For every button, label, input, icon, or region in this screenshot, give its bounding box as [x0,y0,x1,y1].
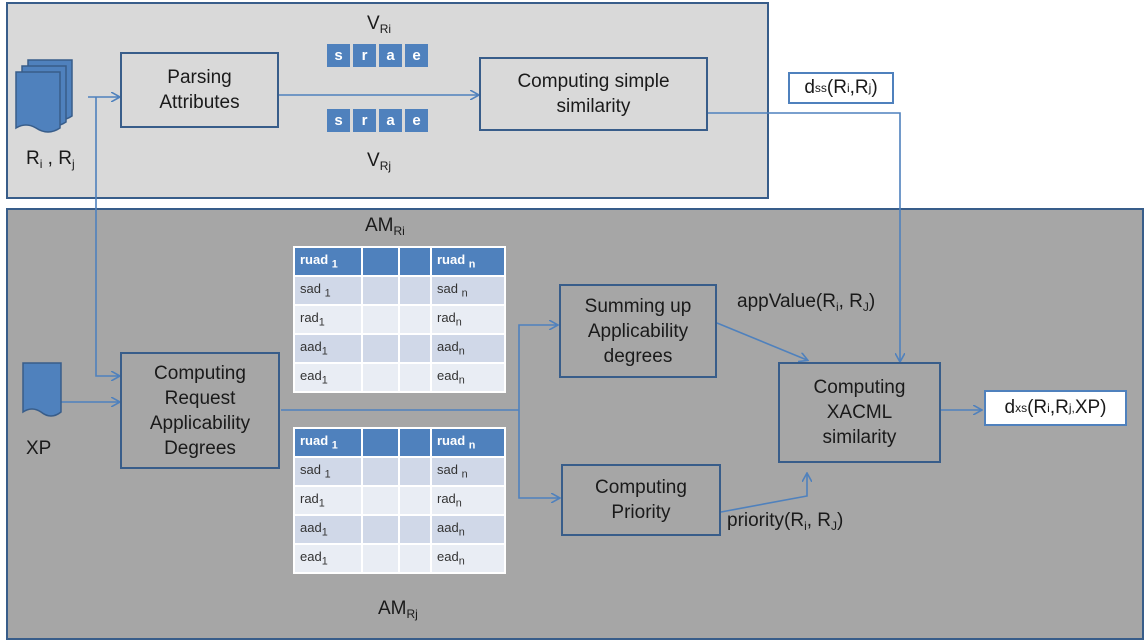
doc-stack-label: Ri , Rj [26,148,75,171]
table-row: ead1 eadn [293,543,506,574]
table-row: rad1 radn [293,304,506,335]
top-panel [6,2,769,199]
vector-cell: a [379,109,402,132]
vector-cell: a [379,44,402,67]
table-row: aad1 aadn [293,514,506,545]
vector-rj-label: VRj [367,150,392,173]
table-row: sad 1 sad n [293,456,506,487]
table-row: aad1 aadn [293,333,506,364]
simple-similarity-box: Computing simple similarity [479,57,708,131]
xacml-similarity-box: Computing XACML similarity [778,362,941,463]
request-applicability-box: Computing Request Applicability Degrees [120,352,280,469]
vector-cell: r [353,109,376,132]
document-stack-icon [15,59,73,133]
vector-rj: s r a e [327,109,428,132]
am-rj-label: AMRj [378,598,418,621]
xp-label: XP [26,438,52,459]
am-ri-table: ruad 1 ruad n sad 1 sad n rad1 radn aad1… [293,246,506,393]
parsing-attributes-box: Parsing Attributes [120,52,279,128]
vector-cell: r [353,44,376,67]
vector-ri: s r a e [327,44,428,67]
table-row: ruad 1 ruad n [293,246,506,277]
bottom-panel [6,208,1144,640]
summing-applicability-box: Summing up Applicability degrees [559,284,717,378]
table-row: sad 1 sad n [293,275,506,306]
app-value-label: appValue(Ri, RJ) [737,291,876,314]
vector-ri-label: VRi [367,13,392,36]
table-row: rad1 radn [293,485,506,516]
vector-cell: e [405,44,428,67]
priority-label: priority(Ri, RJ) [727,510,844,533]
am-rj-table: ruad 1 ruad n sad 1 sad n rad1 radn aad1… [293,427,506,574]
table-row: ruad 1 ruad n [293,427,506,458]
vector-cell: e [405,109,428,132]
table-row: ead1 eadn [293,362,506,393]
vector-cell: s [327,44,350,67]
computing-priority-box: Computing Priority [561,464,721,536]
vector-cell: s [327,109,350,132]
document-icon [22,362,62,417]
am-ri-label: AMRi [365,215,405,238]
